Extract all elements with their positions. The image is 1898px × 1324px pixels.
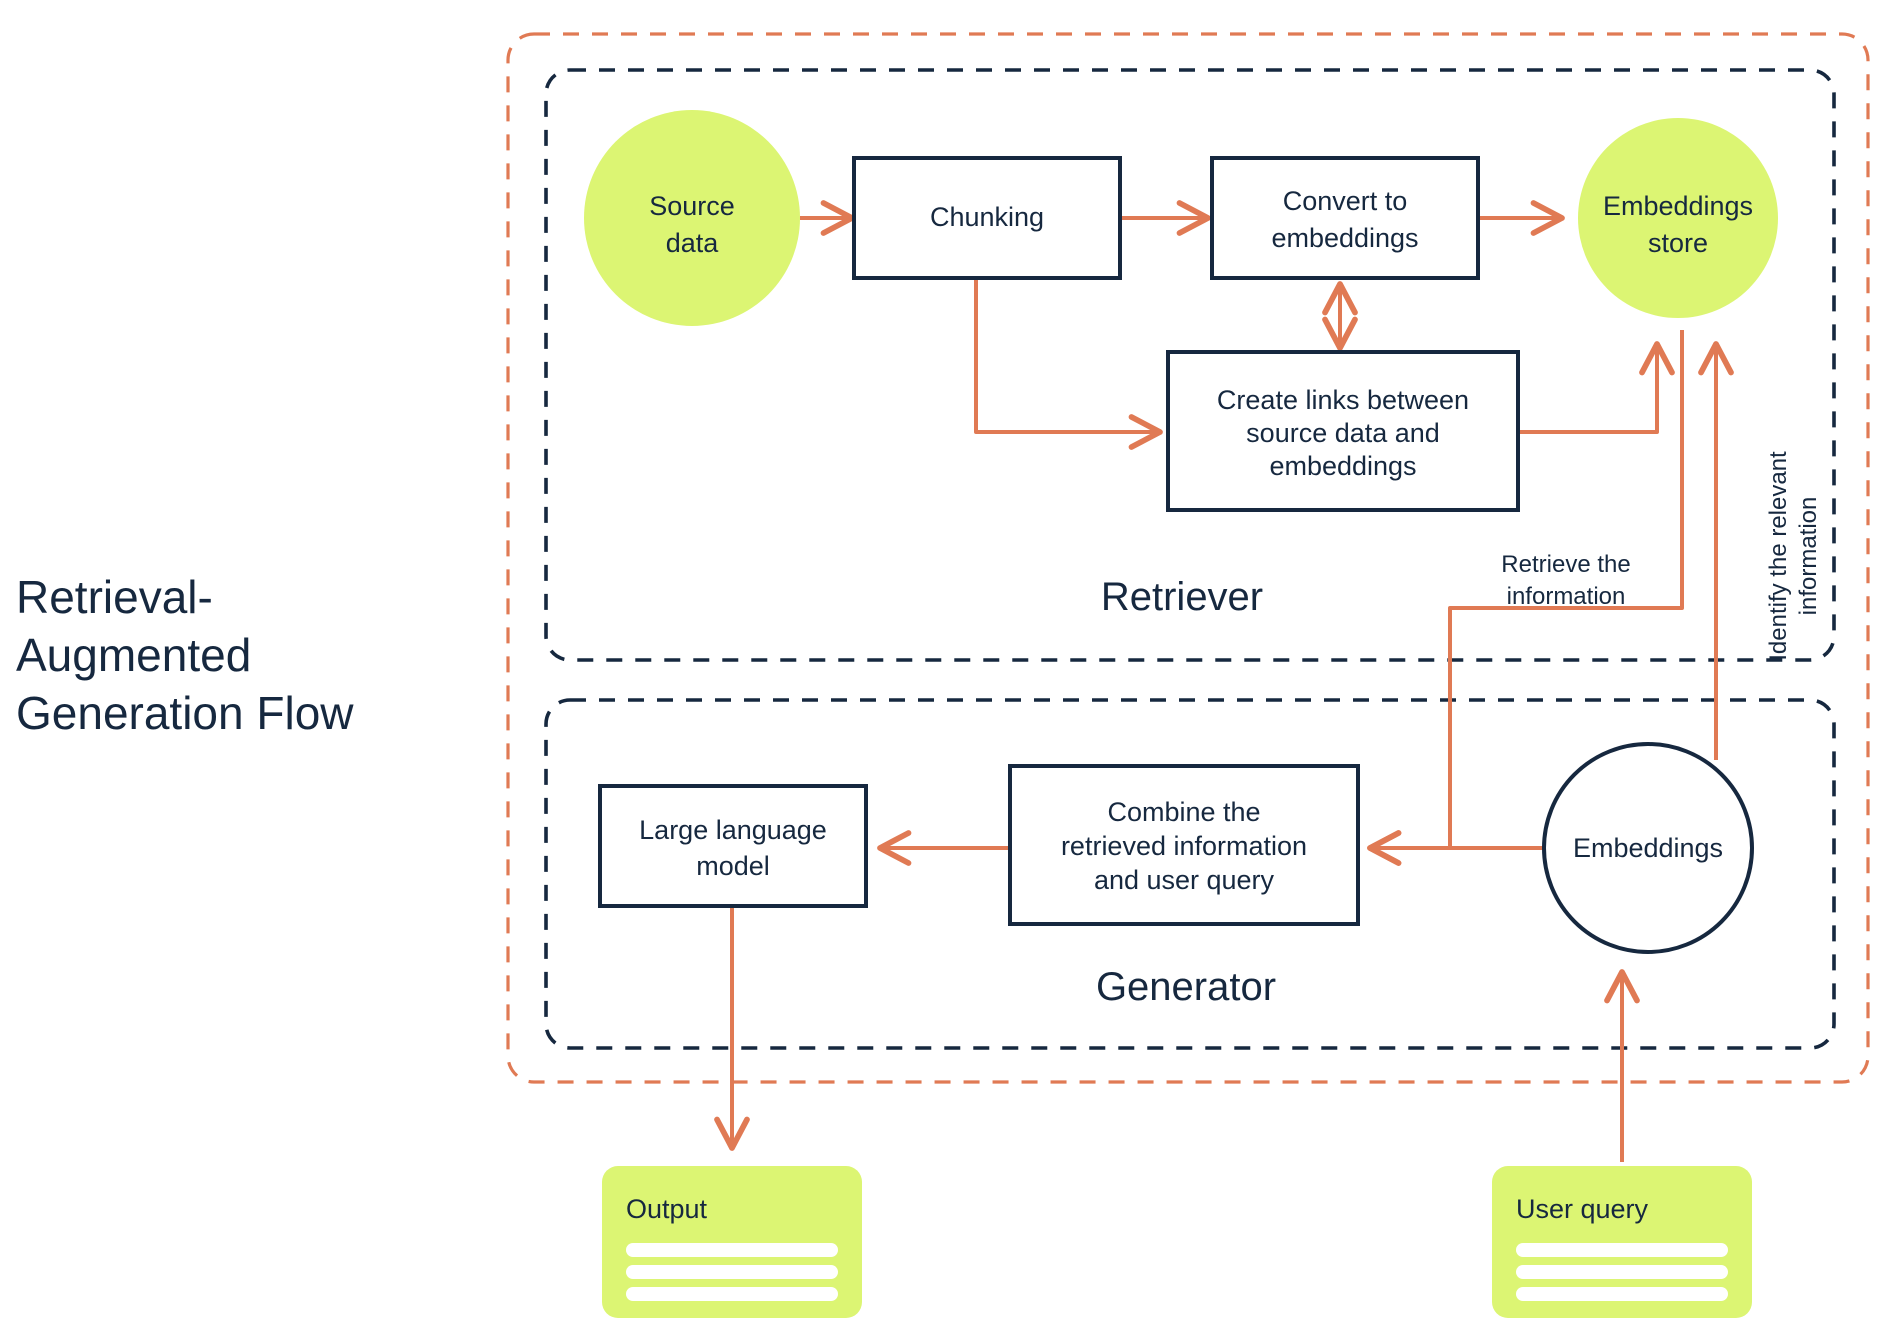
zone-retriever-boundary — [544, 68, 1836, 662]
page-title-line-1: Retrieval- — [16, 571, 213, 623]
node-create-links-label-line3: embeddings — [1269, 451, 1416, 481]
node-combine-label-line2: retrieved information — [1061, 831, 1307, 861]
node-llm-label-line1: Large language — [639, 815, 827, 845]
zone-generator-boundary — [544, 698, 1836, 1050]
node-user-query-label: User query — [1516, 1194, 1649, 1224]
node-create-links-label-line1: Create links between — [1217, 385, 1469, 415]
node-user-query-card[interactable]: User query — [1492, 1166, 1752, 1318]
node-source-data-label-line1: Source — [649, 191, 735, 221]
zone-outer-boundary — [506, 32, 1870, 1084]
node-chunking-label: Chunking — [930, 202, 1044, 232]
output-line-2 — [626, 1265, 838, 1279]
node-create-links-label-line2: source data and — [1246, 418, 1440, 448]
node-embeddings-store[interactable]: Embeddings store — [1578, 118, 1778, 318]
edge-label-identify-relevant-line1: Identify the relevant — [1765, 451, 1792, 661]
page-title-line-3: Generation Flow — [16, 687, 354, 739]
node-convert-to-embeddings-label-line1: Convert to — [1283, 186, 1408, 216]
node-source-data-label-line2: data — [666, 228, 720, 258]
zone-label-generator: Generator — [1096, 965, 1276, 1009]
node-combine-label-line3: and user query — [1094, 865, 1275, 895]
user-query-line-1 — [1516, 1243, 1728, 1257]
edge-label-retrieve-information-line1: Retrieve the — [1501, 551, 1630, 578]
node-output-label: Output — [626, 1194, 708, 1224]
edge-label-identify-relevant-line2: information — [1795, 497, 1822, 616]
node-combine-label-line1: Combine the — [1107, 797, 1260, 827]
node-embeddings-store-label-line2: store — [1648, 228, 1708, 258]
user-query-line-3 — [1516, 1287, 1728, 1301]
edge-label-retrieve-information-line2: information — [1507, 583, 1626, 610]
node-chunking[interactable]: Chunking — [852, 156, 1122, 280]
node-create-links[interactable]: Create links between source data and emb… — [1166, 350, 1520, 512]
node-convert-to-embeddings[interactable]: Convert to embeddings — [1210, 156, 1480, 280]
output-line-1 — [626, 1243, 838, 1257]
page-title-line-2: Augmented — [16, 629, 251, 681]
node-embeddings-store-label-line1: Embeddings — [1603, 191, 1753, 221]
node-large-language-model[interactable]: Large language model — [598, 784, 868, 908]
user-query-line-2 — [1516, 1265, 1728, 1279]
node-embeddings-label: Embeddings — [1573, 833, 1723, 863]
zone-label-retriever: Retriever — [1101, 575, 1263, 619]
node-output-card[interactable]: Output — [602, 1166, 862, 1318]
node-embeddings[interactable]: Embeddings — [1542, 742, 1754, 954]
node-llm-label-line2: model — [696, 851, 770, 881]
edge-createlinks-to-store — [1518, 341, 1675, 434]
output-line-3 — [626, 1287, 838, 1301]
node-source-data[interactable]: Source data — [584, 110, 800, 326]
edge-chunking-to-create-links — [974, 278, 1163, 450]
node-combine-retrieved-and-query[interactable]: Combine the retrieved information and us… — [1008, 764, 1360, 926]
node-convert-to-embeddings-label-line2: embeddings — [1271, 223, 1418, 253]
